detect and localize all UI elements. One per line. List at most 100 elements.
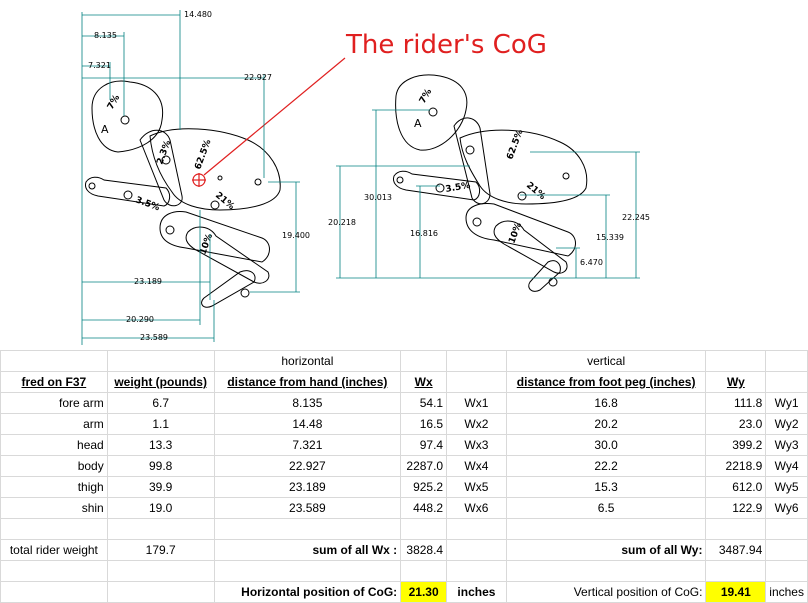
col-dist-foot: distance from foot peg (inches): [505, 371, 707, 393]
wy-label: Wy6: [765, 497, 808, 519]
cog-marker: [192, 57, 346, 187]
wx-label: Wx2: [446, 413, 507, 435]
wx-value: 54.1: [400, 392, 448, 414]
sum-wx-value: 3828.4: [400, 539, 448, 561]
wx-label: Wx1: [446, 392, 507, 414]
v-cog-label: Vertical position of CoG:: [505, 581, 707, 603]
wy-value: 2218.9: [705, 455, 767, 477]
dim-arm: 14.480: [184, 10, 212, 19]
dist-foot: 30.0: [505, 434, 707, 456]
part-name: head: [0, 434, 108, 456]
wx-value: 448.2: [400, 497, 448, 519]
dim-shin: 23.589: [140, 333, 168, 342]
wy-value: 122.9: [705, 497, 767, 519]
label-a: A: [414, 117, 422, 130]
left-dimension-values: 14.480 8.135 7.321 22.927 19.400 23.189 …: [88, 10, 310, 342]
header-row-1: horizontal vertical: [0, 350, 808, 372]
totals-row: total rider weight 179.7 sum of all Wx :…: [0, 539, 808, 561]
dim-shin-y: 6.470: [580, 258, 603, 267]
sum-wy-label: sum of all Wy:: [505, 539, 707, 561]
table-row: head 13.3 7.321 97.4 Wx3 30.0 399.2 Wy3: [0, 434, 808, 456]
right-rider-outline: [393, 74, 588, 292]
part-name: shin: [0, 497, 108, 519]
h-cog-value: 21.30: [400, 581, 448, 603]
header-row-2: fred on F37 weight (pounds) distance fro…: [0, 371, 808, 393]
dist-foot: 15.3: [505, 476, 707, 498]
table-row: arm 1.1 14.48 16.5 Wx2 20.2 23.0 Wy2: [0, 413, 808, 435]
col-wy: Wy: [705, 371, 767, 393]
wx-value: 97.4: [400, 434, 448, 456]
part-name: thigh: [0, 476, 108, 498]
part-weight: 99.8: [106, 455, 215, 477]
part-weight: 13.3: [106, 434, 215, 456]
h-cog-label: Horizontal position of CoG:: [213, 581, 402, 603]
dim-thigh-y: 15.339: [596, 233, 624, 242]
h-cog-unit: inches: [446, 581, 507, 603]
sum-wx-label: sum of all Wx :: [213, 539, 402, 561]
sum-wy-value: 3487.94: [705, 539, 767, 561]
dist-foot: 6.5: [505, 497, 707, 519]
dist-foot: 20.2: [505, 413, 707, 435]
part-weight: 19.0: [106, 497, 215, 519]
wx-value: 2287.0: [400, 455, 448, 477]
label-a: A: [101, 123, 109, 136]
dim-forearm-y: 16.816: [410, 229, 438, 238]
col-weight: weight (pounds): [106, 371, 215, 393]
col-wx: Wx: [400, 371, 448, 393]
label-body-pct: 62.5%: [193, 138, 213, 171]
dist-hand: 8.135: [213, 392, 402, 414]
dist-foot: 22.2: [505, 455, 707, 477]
cog-callout-text: The rider's CoG: [346, 30, 547, 60]
dim-forearm: 8.135: [94, 31, 117, 40]
v-cog-unit: inches: [765, 581, 808, 603]
wy-value: 612.0: [705, 476, 767, 498]
dist-hand: 7.321: [213, 434, 402, 456]
dim-head-y: 30.013: [364, 193, 392, 202]
dim-thigh: 23.189: [134, 277, 162, 286]
result-row: Horizontal position of CoG: 21.30 inches…: [0, 581, 808, 603]
dim-body: 22.927: [244, 73, 272, 82]
right-dimension-values: 30.013 20.218 16.816 22.245 15.339 6.470: [328, 193, 650, 267]
part-name: fore arm: [0, 392, 108, 414]
dim-body-y: 22.245: [622, 213, 650, 222]
label-head-pct: 7%: [106, 93, 122, 111]
right-joint-markers: [396, 107, 570, 287]
dim-head: 7.321: [88, 61, 111, 70]
part-weight: 6.7: [106, 392, 215, 414]
dist-hand: 23.589: [213, 497, 402, 519]
col-rider: fred on F37: [0, 371, 108, 393]
table-row: fore arm 6.7 8.135 54.1 Wx1 16.8 111.8 W…: [0, 392, 808, 414]
rider-diagram: 7% A 62.5% 2.3% 3.5% 21% 10% 14.480 8.13…: [81, 10, 650, 345]
part-name: body: [0, 455, 108, 477]
table-row: shin 19.0 23.589 448.2 Wx6 6.5 122.9 Wy6: [0, 497, 808, 519]
wx-value: 925.2: [400, 476, 448, 498]
dim-cog-x: 20.290: [126, 315, 154, 324]
wy-label: Wy2: [765, 413, 808, 435]
v-cog-value: 19.41: [705, 581, 767, 603]
table-row: thigh 39.9 23.189 925.2 Wx5 15.3 612.0 W…: [0, 476, 808, 498]
blank-row: [0, 560, 808, 582]
label-head-pct: 7%: [418, 87, 434, 105]
horizontal-header: horizontal: [213, 350, 402, 372]
wx-label: Wx4: [446, 455, 507, 477]
vertical-header: vertical: [505, 350, 707, 372]
table-row: body 99.8 22.927 2287.0 Wx4 22.2 2218.9 …: [0, 455, 808, 477]
dist-hand: 23.189: [213, 476, 402, 498]
label-shin-pct: 10%: [507, 221, 524, 245]
dim-height: 19.400: [282, 231, 310, 240]
label-forearm-pct: 3.5%: [134, 195, 161, 213]
wy-value: 23.0: [705, 413, 767, 435]
dist-hand: 14.48: [213, 413, 402, 435]
total-weight-label: total rider weight: [0, 539, 108, 561]
wx-label: Wx5: [446, 476, 507, 498]
wy-value: 111.8: [705, 392, 767, 414]
dist-foot: 16.8: [505, 392, 707, 414]
wx-value: 16.5: [400, 413, 448, 435]
wy-label: Wy4: [765, 455, 808, 477]
blank-row: [0, 518, 808, 540]
left-rider-outline: [85, 80, 281, 308]
wy-value: 399.2: [705, 434, 767, 456]
wx-label: Wx3: [446, 434, 507, 456]
left-dimension-lines: [81, 10, 300, 345]
col-dist-hand: distance from hand (inches): [213, 371, 402, 393]
